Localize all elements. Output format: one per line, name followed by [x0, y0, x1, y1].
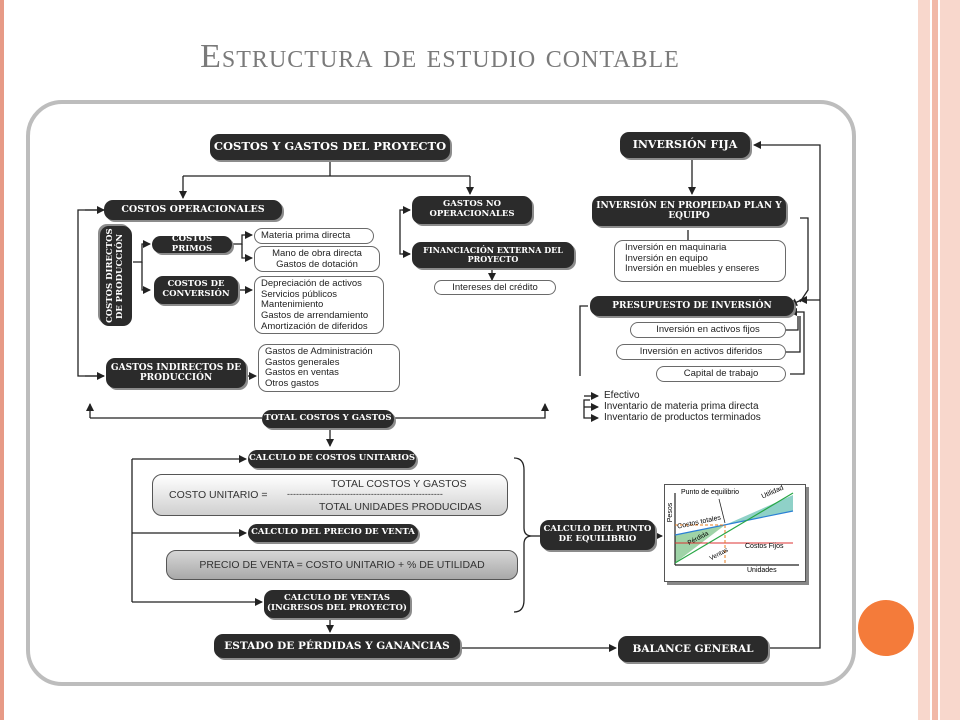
right-stripe-1	[918, 0, 930, 720]
formula-precio-text: PRECIO DE VENTA = COSTO UNITARIO + % DE …	[199, 559, 485, 571]
right-stripe-3	[940, 0, 960, 720]
node-punto-equilibrio: CALCULO DEL PUNTO DE EQUILIBRIO	[540, 520, 655, 550]
breakeven-chart-graphic	[674, 492, 799, 566]
formula-precio-venta: PRECIO DE VENTA = COSTO UNITARIO + % DE …	[166, 550, 518, 580]
formula-costo-line: ----------------------------------------…	[287, 489, 443, 499]
node-gastos-no-operacionales: GASTOS NO OPERACIONALES	[412, 196, 532, 224]
node-costos-conversion: COSTOS DE CONVERSIÓN	[154, 276, 238, 304]
node-costos-gastos: COSTOS Y GASTOS DEL PROYECTO	[210, 134, 450, 160]
formula-costo-label: COSTO UNITARIO =	[169, 489, 268, 501]
node-costos-primos: COSTOS PRIMOS	[152, 234, 232, 253]
chart-pesos-label: Pesos	[667, 502, 675, 523]
node-calculo-costos-unitarios: CALCULO DE COSTOS UNITARIOS	[248, 450, 416, 468]
chart-costos-fijos-label: Costos Fijos	[745, 543, 784, 550]
left-accent-stripe	[0, 0, 4, 720]
box-intereses: Intereses del crédito	[434, 280, 556, 295]
node-calculo-ventas: CALCULO DE VENTAS (INGRESOS DEL PROYECTO…	[264, 590, 410, 618]
node-inversion-fija: INVERSIÓN FIJA	[620, 132, 750, 158]
node-costos-directos: COSTOS DIRECTOS DE PRODUCCIÓN	[100, 226, 132, 326]
box-activos-fijos: Inversión en activos fijos	[630, 322, 786, 338]
orange-circle-decoration	[858, 600, 914, 656]
right-stripe-2	[932, 0, 938, 720]
node-inversion-propiedad: INVERSIÓN EN PROPIEDAD PLAN Y EQUIPO	[592, 196, 786, 226]
node-financiacion-externa: FINANCIACIÓN EXTERNA DEL PROYECTO	[412, 242, 574, 268]
slide-title: Estructura de estudio contable	[200, 38, 680, 75]
node-total-costos: TOTAL COSTOS Y GASTOS	[262, 410, 394, 428]
chart-punto-label: Punto de equilibrio	[681, 489, 739, 496]
box-capital-trabajo: Capital de trabajo	[656, 366, 786, 382]
node-balance-general: BALANCE GENERAL	[618, 636, 768, 662]
node-costos-operacionales: COSTOS OPERACIONALES	[104, 200, 282, 220]
formula-costo-numerator: TOTAL COSTOS Y GASTOS	[331, 478, 467, 490]
breakeven-chart: Punto de equilibrio Utilidad Pesos Costo…	[664, 484, 806, 582]
node-calculo-precio-venta: CALCULO DEL PRECIO DE VENTA	[248, 524, 418, 542]
node-presupuesto-inversion: PRESUPUESTO DE INVERSIÓN	[590, 296, 794, 316]
chart-unidades-label: Unidades	[747, 567, 777, 574]
box-materia-prima: Materia prima directa	[254, 228, 374, 244]
formula-costo-denominator: TOTAL UNIDADES PRODUCIDAS	[319, 501, 482, 513]
box-activos-diferidos: Inversión en activos diferidos	[616, 344, 786, 360]
node-gastos-indirectos: GASTOS INDIRECTOS DE PRODUCCIÓN	[106, 358, 246, 388]
formula-costo-unitario: COSTO UNITARIO = TOTAL COSTOS Y GASTOS -…	[152, 474, 508, 516]
node-estado-perdidas: ESTADO DE PÉRDIDAS Y GANANCIAS	[214, 634, 460, 658]
